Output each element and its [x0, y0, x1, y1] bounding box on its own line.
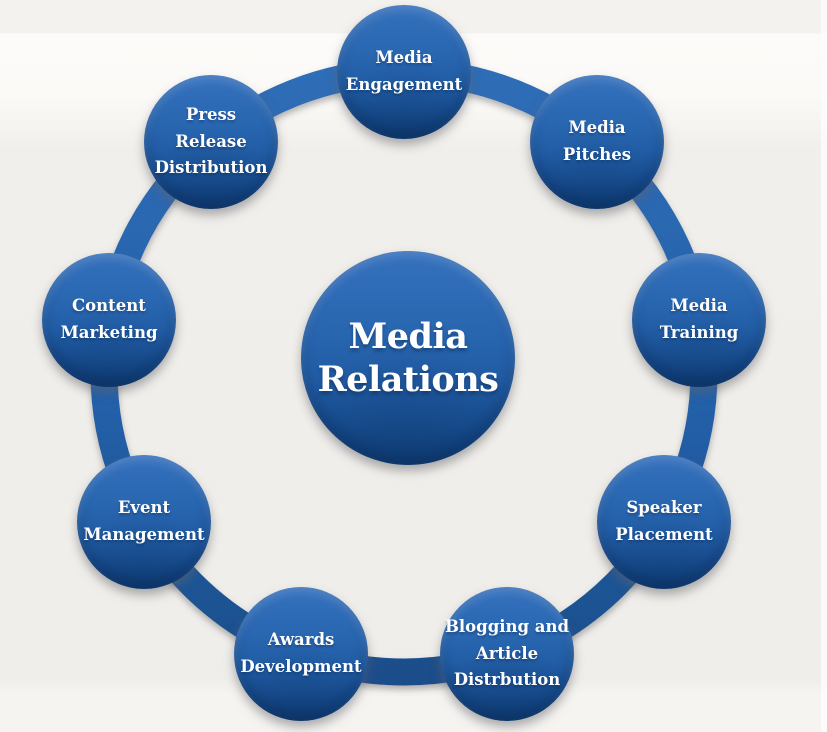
node-blogging-article-distrbution-label: Blogging and Article Distrbution: [444, 616, 570, 690]
node-media-engagement: Media Engagement: [337, 5, 471, 139]
node-speaker-placement: Speaker Placement: [597, 455, 731, 589]
node-awards-development: Awards Development: [234, 587, 368, 721]
node-speaker-placement-label: Speaker Placement: [615, 498, 713, 544]
node-media-relations: Media Relations: [301, 251, 515, 465]
node-media-training: Media Training: [632, 253, 766, 387]
node-event-management-label: Event Management: [83, 498, 205, 544]
node-press-release-distribution: Press Release Distribution: [144, 75, 278, 209]
node-blogging-article-distrbution: Blogging and Article Distrbution: [440, 587, 574, 721]
node-event-management: Event Management: [77, 455, 211, 589]
node-press-release-distribution-label: Press Release Distribution: [154, 104, 268, 178]
node-media-relations-label: Media Relations: [317, 315, 499, 400]
node-content-marketing-label: Content Marketing: [60, 296, 158, 342]
node-media-engagement-label: Media Engagement: [345, 48, 463, 94]
node-awards-development-label: Awards Development: [240, 630, 362, 676]
node-media-pitches-label: Media Pitches: [562, 118, 632, 164]
right-edge-strip: [821, 0, 827, 732]
node-media-training-label: Media Training: [659, 296, 739, 342]
node-media-pitches: Media Pitches: [530, 75, 664, 209]
node-content-marketing: Content Marketing: [42, 253, 176, 387]
